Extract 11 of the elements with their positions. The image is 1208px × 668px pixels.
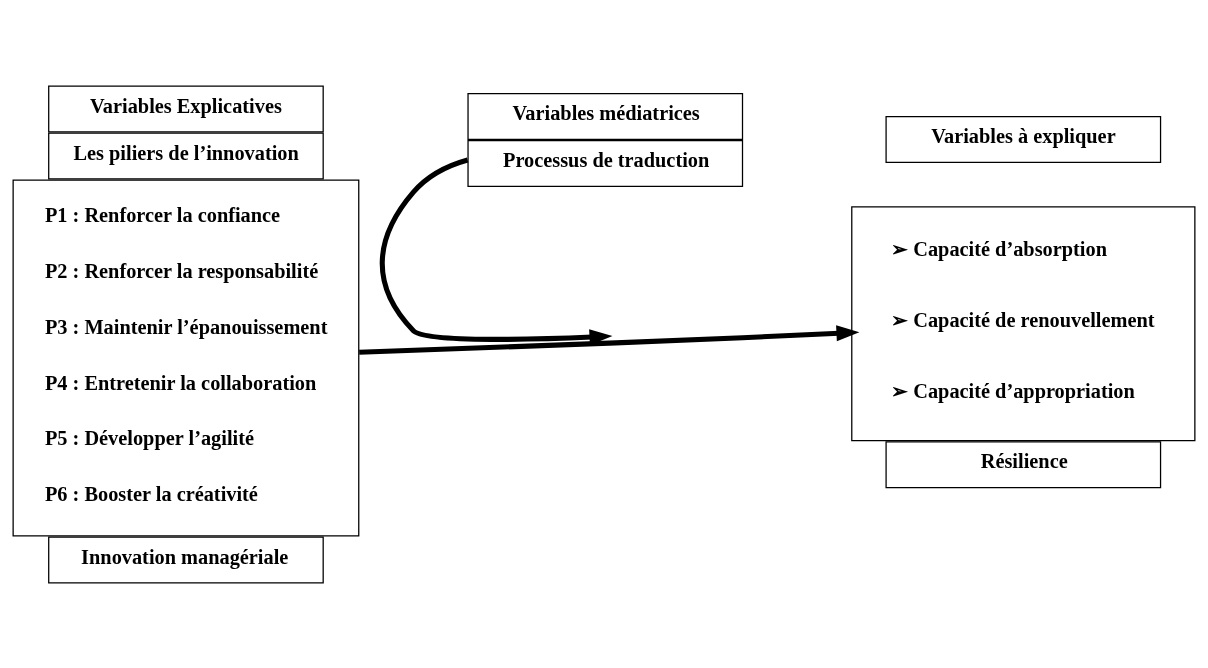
arrow — [379, 157, 613, 345]
node-box: Variables Explicatives — [48, 84, 324, 132]
node-box: ➢ Capacité d’absorption ➢ Capacité de renouvellement ➢ Capacité d’appropriation — [851, 205, 1196, 441]
node-box: Les piliers de l’innovation — [48, 131, 324, 179]
node-box: Innovation managériale — [48, 536, 324, 584]
node-box: Variables médiatrices — [467, 92, 744, 140]
node-box: P1 : Renforcer la confiance P2 : Renforcer la responsabilité P3 : Maintenir l’épanouissement P4 : Entretenir la collaboration P5 : Développer l’agilité P6 : Booster la créativité — [12, 178, 360, 537]
arrow — [359, 324, 860, 355]
node-box: Résilience — [885, 440, 1162, 488]
node-box: Variables à expliquer — [885, 115, 1162, 163]
node-box: Processus de traduction — [467, 139, 744, 187]
